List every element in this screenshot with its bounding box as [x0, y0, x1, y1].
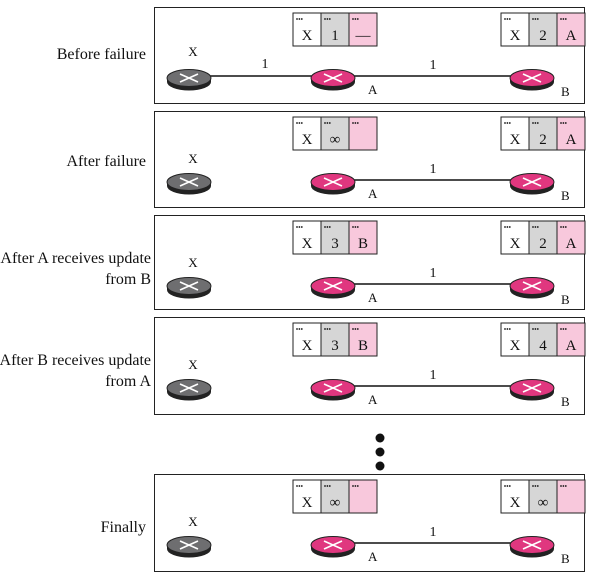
routing-table-a-2-cost: 3: [331, 236, 339, 252]
routing-table-b-4-cost: ∞: [538, 495, 549, 511]
router-label-a-3: A: [368, 392, 378, 407]
routing-table-b-3: X 4 A: [500, 322, 586, 357]
link-cost-ab-2: 1: [430, 266, 437, 281]
routing-table-a-2-next: B: [358, 236, 368, 252]
ellipsis-dot: [375, 433, 385, 443]
router-x-4: [166, 536, 212, 558]
routing-table-b-2: X 2 A: [500, 220, 586, 255]
stage-label-after-a-update: After A receives update from B: [0, 250, 151, 288]
router-label-b-0: B: [561, 84, 570, 99]
router-b-2: [509, 277, 555, 299]
link-cost-ab-3: 1: [430, 368, 437, 383]
routing-table-a-2-dest: X: [302, 236, 313, 252]
router-b-4: [509, 536, 555, 558]
link-cost-ab-1: 1: [430, 162, 437, 177]
routing-table-b-4-dest: X: [510, 495, 521, 511]
router-label-b-2: B: [561, 292, 570, 307]
router-b-0: [509, 69, 555, 91]
routing-table-a-4: X∞: [292, 479, 378, 514]
routing-table-b-0-next: A: [566, 28, 577, 44]
router-a-2: [310, 277, 356, 299]
routing-table-a-4-cost: ∞: [330, 495, 341, 511]
link-cost-ab-0: 1: [430, 58, 437, 73]
routing-table-a-0: X 1 —: [292, 12, 378, 47]
routing-table-b-3-dest: X: [510, 338, 521, 354]
router-b-3: [509, 379, 555, 401]
router-a-4: [310, 536, 356, 558]
routing-table-b-1: X 2 A: [500, 116, 586, 151]
routing-table-a-0-cost: 1: [331, 28, 339, 44]
routing-table-a-1-cost: ∞: [330, 132, 341, 148]
routing-table-b-2-dest: X: [510, 236, 521, 252]
router-x-1: [166, 173, 212, 195]
ellipsis-dot: [375, 461, 385, 471]
stage-label-finally: Finally: [100, 519, 146, 536]
routing-table-b-1-cost: 2: [539, 132, 547, 148]
router-label-x-4: X: [188, 514, 198, 529]
routing-table-a-1-dest: X: [302, 132, 313, 148]
routing-table-a-0-dest: X: [302, 28, 313, 44]
routing-table-a-0-next: —: [355, 28, 372, 44]
routing-table-b-3-next: A: [566, 338, 577, 354]
router-label-x-0: X: [188, 44, 198, 59]
router-label-a-0: A: [368, 82, 378, 97]
router-x-0: [166, 69, 212, 91]
routing-table-a-3-dest: X: [302, 338, 313, 354]
router-label-b-4: B: [561, 551, 570, 566]
routing-table-a-4-dest: X: [302, 495, 313, 511]
router-label-b-1: B: [561, 188, 570, 203]
router-label-a-4: A: [368, 549, 378, 564]
routing-table-b-3-cost: 4: [539, 338, 547, 354]
router-label-x-3: X: [188, 357, 198, 372]
stage-label-after-failure: After failure: [66, 153, 146, 170]
routing-table-b-1-next: A: [566, 132, 577, 148]
stage-label-before-failure: Before failure: [56, 46, 146, 63]
stage-label-after-b-update: After B receives update from A: [0, 352, 151, 390]
routing-table-b-2-next: A: [566, 236, 577, 252]
router-label-x-2: X: [188, 255, 198, 270]
routing-table-a-3-next: B: [358, 338, 368, 354]
router-label-b-3: B: [561, 394, 570, 409]
link-cost-ab-4: 1: [430, 525, 437, 540]
router-x-3: [166, 379, 212, 401]
link-cost-xa-0: 1: [262, 57, 269, 72]
router-label-x-1: X: [188, 151, 198, 166]
router-a-3: [310, 379, 356, 401]
router-x-2: [166, 277, 212, 299]
routing-table-a-3: X 3 B: [292, 322, 378, 357]
router-a-1: [310, 173, 356, 195]
routing-table-b-2-cost: 2: [539, 236, 547, 252]
routing-table-b-0-cost: 2: [539, 28, 547, 44]
routing-table-a-2: X 3 B: [292, 220, 378, 255]
ellipsis-dot: [375, 447, 385, 457]
routing-table-a-1: X∞: [292, 116, 378, 151]
router-b-1: [509, 173, 555, 195]
routing-table-a-3-cost: 3: [331, 338, 339, 354]
routing-table-b-0-dest: X: [510, 28, 521, 44]
router-label-a-1: A: [368, 186, 378, 201]
router-a-0: [310, 69, 356, 91]
router-label-a-2: A: [368, 290, 378, 305]
routing-table-b-1-dest: X: [510, 132, 521, 148]
routing-table-b-0: X 2 A: [500, 12, 586, 47]
routing-table-b-4: X∞: [500, 479, 586, 514]
